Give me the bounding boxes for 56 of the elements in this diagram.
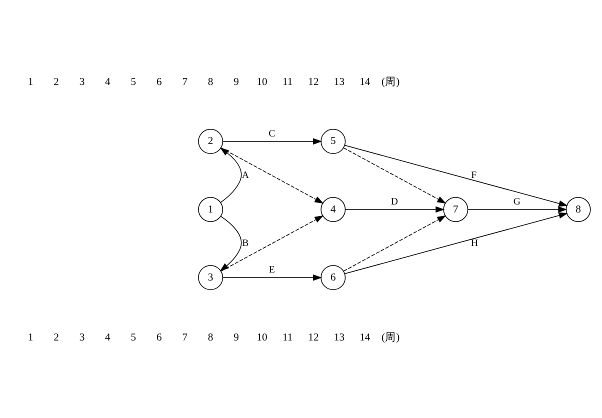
arrow — [220, 215, 242, 271]
node-circle: 1 — [198, 196, 224, 222]
node-circle: 3 — [198, 264, 224, 290]
label: 5 — [130, 76, 136, 88]
label: 1 — [28, 332, 34, 344]
label: 6 — [156, 332, 162, 344]
edge-label: C — [268, 128, 276, 139]
label: (周) — [382, 332, 400, 344]
label: (周) — [382, 76, 400, 88]
label: 7 — [182, 76, 188, 88]
arrow — [222, 138, 322, 144]
node-circle: 4 — [320, 196, 346, 222]
node-circle: 7 — [443, 196, 468, 222]
label: 13 — [334, 332, 344, 344]
label: 6 — [156, 76, 162, 88]
arrow — [344, 144, 568, 206]
label: 13 — [334, 76, 344, 88]
edge-label: G — [513, 196, 521, 208]
edge-label: B — [242, 238, 249, 249]
edge-label: F — [471, 170, 477, 181]
arrow — [344, 206, 445, 212]
node-circle: 8 — [566, 196, 591, 222]
label: 4 — [105, 332, 110, 344]
label: 12 — [308, 76, 319, 88]
label: 2 — [54, 332, 59, 344]
arrow — [468, 206, 568, 212]
arrow — [222, 274, 322, 280]
node-circle: 5 — [320, 128, 346, 154]
label: 3 — [79, 332, 85, 344]
label: 9 — [234, 76, 239, 88]
label: 1 — [28, 76, 34, 88]
label: 14 — [360, 76, 370, 88]
label: 3 — [79, 76, 85, 88]
node-circle: 2 — [198, 128, 224, 154]
label: 11 — [282, 76, 293, 88]
edge-label: A — [242, 170, 249, 181]
edge-label: H — [471, 238, 478, 249]
label: 9 — [234, 332, 239, 344]
label: 10 — [256, 76, 268, 88]
label: 12 — [308, 332, 319, 344]
label: 10 — [256, 332, 268, 344]
arrow — [343, 146, 446, 204]
arrow — [343, 214, 446, 272]
label: 4 — [105, 76, 110, 88]
label: 5 — [130, 332, 136, 344]
label: 14 — [360, 332, 370, 344]
label: 8 — [208, 76, 214, 88]
label: 7 — [182, 332, 188, 344]
edge-label: D — [390, 196, 398, 208]
label: 11 — [282, 332, 293, 344]
edge-label: E — [268, 264, 275, 276]
label: 8 — [208, 332, 214, 344]
node-circle: 6 — [320, 264, 346, 290]
arrow — [220, 214, 324, 272]
arrow — [344, 212, 568, 274]
label: 2 — [54, 76, 59, 88]
